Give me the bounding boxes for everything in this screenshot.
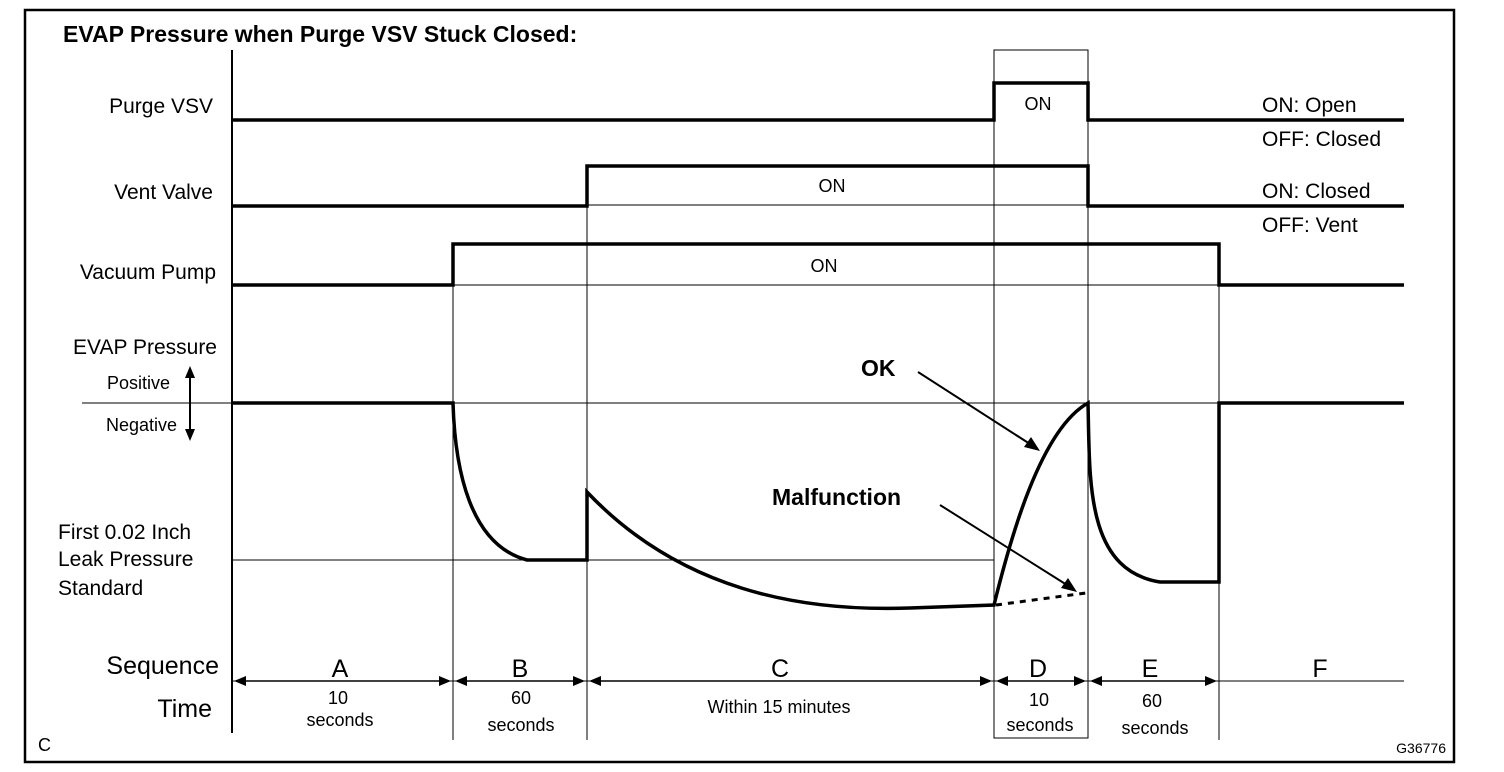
leak-standard-line2: Leak Pressure <box>58 548 193 571</box>
ok-pointer-arrow <box>917 371 1040 451</box>
purge-vsv-label: Purge VSV <box>109 95 213 118</box>
time-a-line1: 10 <box>328 688 348 708</box>
time-b-line2: seconds <box>487 715 554 735</box>
vacuum-pump-on-text: ON <box>811 256 838 276</box>
time-c-line1: Within 15 minutes <box>707 697 850 717</box>
evap-pressure-label: EVAP Pressure <box>73 336 217 359</box>
malfunction-pointer-arrow <box>939 504 1077 592</box>
time-arrows <box>234 676 1217 686</box>
purge-legend-on: ON: Open <box>1262 94 1357 117</box>
evap-pressure-curve <box>232 400 1404 611</box>
positive-label: Positive <box>107 373 170 393</box>
time-e-line2: seconds <box>1121 718 1188 738</box>
leak-standard-line3: Standard <box>58 577 143 600</box>
vent-legend-on: ON: Closed <box>1262 180 1371 203</box>
diagram-title: EVAP Pressure when Purge VSV Stuck Close… <box>63 21 577 47</box>
vent-legend-off: OFF: Vent <box>1262 214 1358 237</box>
figure-code: G36776 <box>1396 740 1446 756</box>
sequence-step-d: D <box>1029 655 1047 683</box>
purge-legend-off: OFF: Closed <box>1262 128 1381 151</box>
vent-valve-on-text: ON <box>819 176 846 196</box>
corner-label: C <box>38 735 51 755</box>
time-d-line1: 10 <box>1029 690 1049 710</box>
sequence-step-c: C <box>771 655 789 683</box>
purge-vsv-on-text: ON <box>1025 94 1052 114</box>
purge-vsv-signal <box>232 81 1404 122</box>
vent-valve-signal <box>232 164 1404 208</box>
time-e-line1: 60 <box>1142 691 1162 711</box>
frame <box>23 8 1456 764</box>
malfunction-curve <box>995 591 1087 607</box>
time-a-line2: seconds <box>306 710 373 730</box>
sequence-step-a: A <box>332 655 349 683</box>
ok-annotation: OK <box>861 355 896 381</box>
pressure-direction-arrow <box>185 366 195 441</box>
phase-d-box <box>993 49 1089 739</box>
vacuum-pump-label: Vacuum Pump <box>80 261 216 284</box>
malfunction-annotation: Malfunction <box>772 484 901 510</box>
leak-standard-line1: First 0.02 Inch <box>58 521 191 544</box>
vacuum-pump-signal <box>232 242 1404 287</box>
sequence-step-b: B <box>512 655 529 683</box>
vent-valve-label: Vent Valve <box>114 181 213 204</box>
sequence-step-f: F <box>1312 655 1327 683</box>
time-b-line1: 60 <box>511 688 531 708</box>
negative-label: Negative <box>106 415 177 435</box>
time-label: Time <box>157 695 212 723</box>
sequence-step-e: E <box>1142 655 1159 683</box>
time-d-line2: seconds <box>1006 715 1073 735</box>
sequence-label: Sequence <box>106 652 219 680</box>
